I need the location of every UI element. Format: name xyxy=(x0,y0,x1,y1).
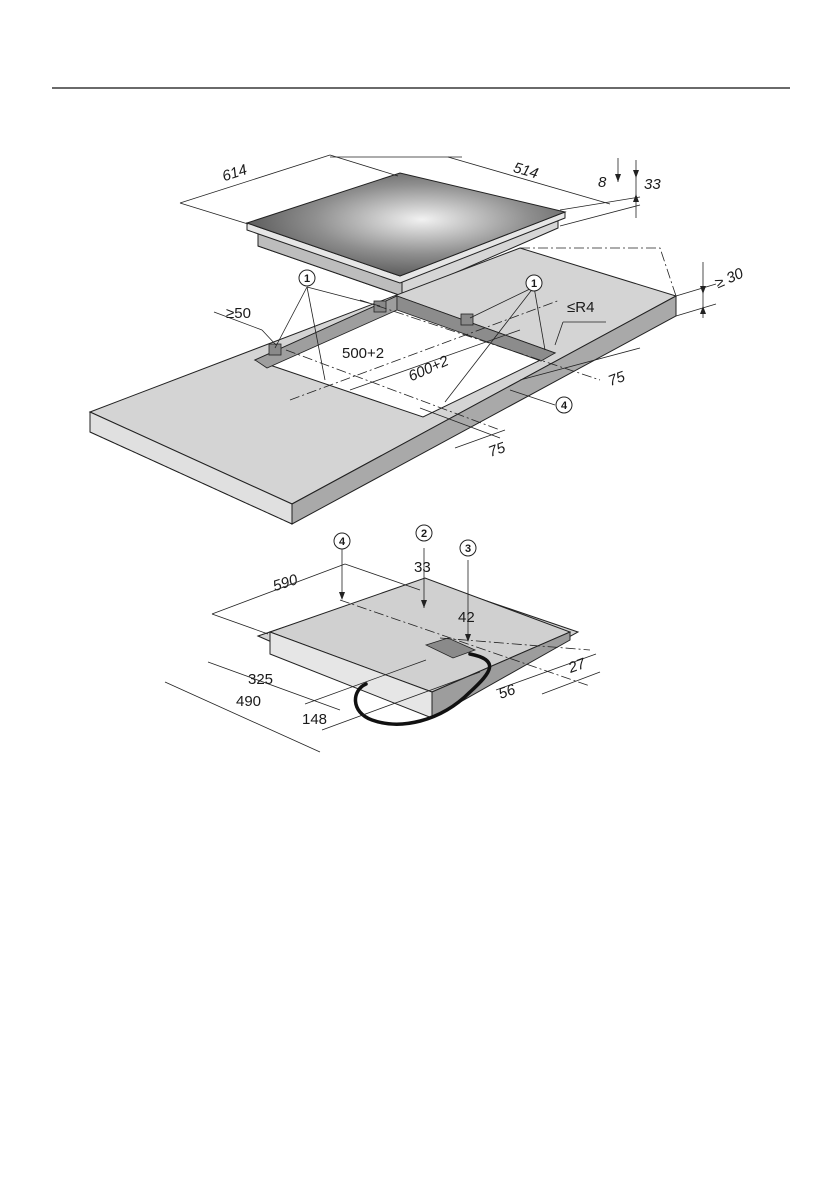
underside-callouts: 4 2 3 xyxy=(333,524,477,557)
power-cable xyxy=(353,652,492,726)
hob-depth-label: 514 xyxy=(511,159,540,182)
callout-4-underside: 4 xyxy=(333,532,351,550)
worktop-continuation-lines xyxy=(89,247,677,525)
hob-width-label: 614 xyxy=(220,161,249,185)
underside-offset-right-label: 56 xyxy=(496,681,518,703)
underside-box-top xyxy=(268,577,572,693)
underside-lip-depth-label: 27 xyxy=(565,655,588,677)
hob-appliance xyxy=(245,172,567,297)
hob-dimensions: 614 514 8 33 xyxy=(179,154,661,227)
glass-thickness-label: 8 xyxy=(598,174,607,191)
underside-offset-left-label: 148 xyxy=(302,711,327,728)
svg-text:4: 4 xyxy=(339,536,346,548)
svg-text:4: 4 xyxy=(561,400,568,412)
worktop-callouts: 1 1 4 xyxy=(274,269,573,414)
underside-dimensions: 590 33 42 325 490 148 56 27 xyxy=(164,548,601,753)
underside-box-height-label: 42 xyxy=(458,609,475,626)
svg-text:3: 3 xyxy=(465,543,471,555)
underside-total-depth-label: 490 xyxy=(236,693,261,710)
cutout-back-wall xyxy=(396,295,556,362)
callout-1-left: 1 xyxy=(298,269,316,287)
cutout-width-label: 600+2 xyxy=(406,352,452,385)
callout-2-underside: 2 xyxy=(415,524,433,542)
callout-1-right: 1 xyxy=(525,274,543,292)
hob-underside xyxy=(256,577,580,726)
corner-radius-label: ≤R4 xyxy=(567,299,594,316)
callout-4-worktop: 4 xyxy=(555,396,573,414)
bracket-back-right xyxy=(460,313,474,326)
svg-text:1: 1 xyxy=(304,273,310,285)
underside-center-height-label: 33 xyxy=(414,559,431,576)
connection-box xyxy=(424,637,477,659)
worktop xyxy=(88,247,678,525)
hob-height-label: 33 xyxy=(644,176,661,193)
underside-width-label: 590 xyxy=(271,571,301,595)
hob-glass-top xyxy=(245,172,567,277)
min-thickness-label: ≥ 30 xyxy=(713,265,747,293)
underside-depth-label: 325 xyxy=(248,671,273,688)
svg-text:1: 1 xyxy=(531,278,537,290)
svg-text:2: 2 xyxy=(421,528,427,540)
min-front-distance-label: ≥50 xyxy=(226,305,251,322)
bracket-offset-right-label: 75 xyxy=(606,368,628,390)
bracket-offset-front-label: 75 xyxy=(486,439,508,461)
bracket-front-left xyxy=(268,343,282,356)
cutout-depth-label: 500+2 xyxy=(342,345,384,362)
callout-3-underside: 3 xyxy=(459,539,477,557)
